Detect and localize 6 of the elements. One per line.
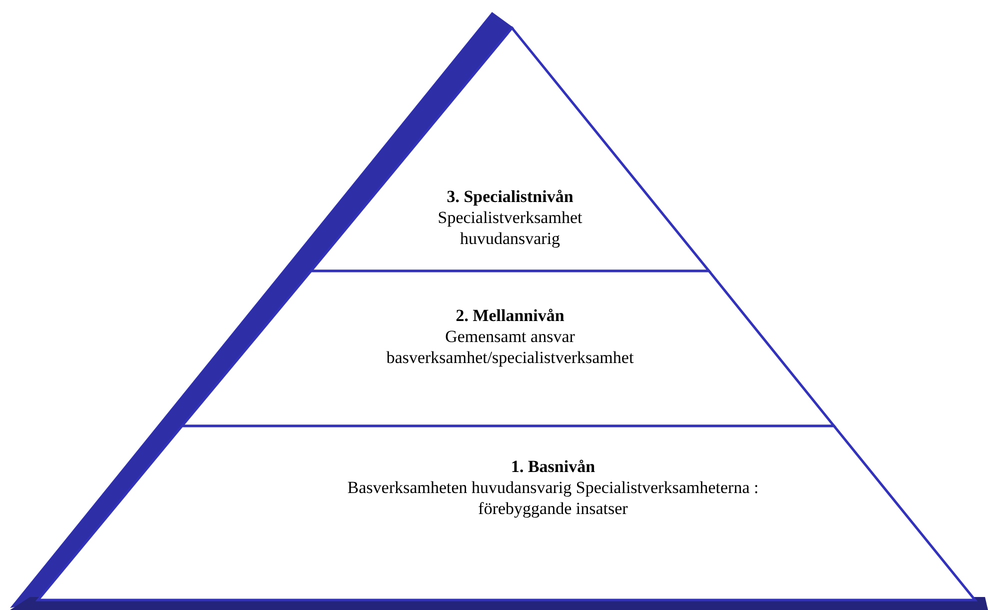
tier-description: Basverksamheten huvudansvarig Specialistverksamheterna : förebyggande insatser [346,477,760,519]
tier-heading: 1. Basnivån [510,456,596,477]
tier-heading: 2. Mellannivån [454,305,566,326]
tier-heading: 3. Specialistnivån [446,186,574,207]
tier-description: Gemensamt ansvar basverksamhet/specialistverksamhet [385,326,635,368]
tier-description: Specialistverksamhet huvudansvarig [436,207,584,249]
